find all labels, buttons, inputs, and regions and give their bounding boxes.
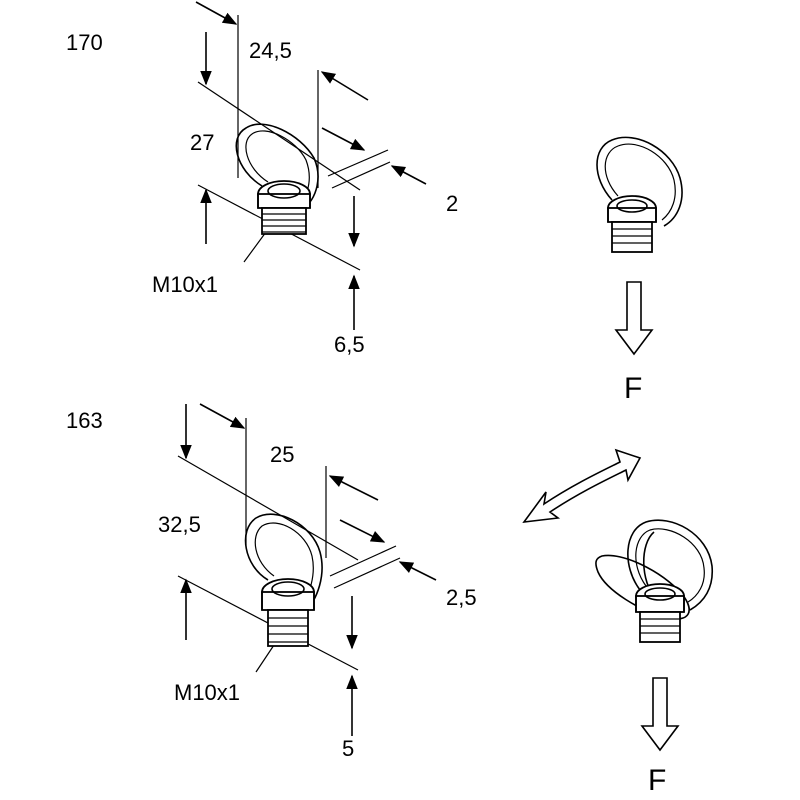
wire-label-bottom: 2,5 [446, 585, 477, 610]
thread-length-label-bottom: 5 [342, 736, 354, 761]
dimension-arrow-icon [195, 1, 238, 25]
dimension-arrow-icon [398, 561, 437, 581]
dimension-arrows-top [195, 1, 427, 330]
ring-nut-icon [596, 136, 683, 253]
variant-170: 170 [66, 1, 683, 405]
thread-label-top: M10x1 [152, 272, 218, 297]
force-arrow-icon [614, 281, 654, 356]
width-label-bottom: 25 [270, 442, 294, 467]
extension-lines-top [197, 15, 391, 271]
height-label-top: 27 [190, 130, 214, 155]
dimension-arrow-icon [199, 403, 246, 429]
article-number-top: 170 [66, 30, 103, 55]
ring-nut-icon [235, 123, 319, 235]
ring-nut-icon [244, 513, 323, 647]
force-label-bottom: F [648, 764, 666, 797]
ring-nut-icon [595, 519, 714, 643]
swivel-arrow-icon [522, 448, 642, 524]
wire-label-top: 2 [446, 191, 458, 216]
width-label-top: 24,5 [249, 38, 292, 63]
dimension-arrow-icon [390, 165, 427, 185]
dimension-arrow-icon [320, 71, 369, 101]
force-label-top: F [624, 372, 642, 405]
dimension-arrows-bottom [180, 403, 437, 736]
thread-length-label-top: 6,5 [334, 332, 365, 357]
dimension-arrow-icon [339, 519, 386, 543]
dimension-arrow-icon [328, 475, 379, 501]
variant-163: 163 [66, 403, 714, 797]
dimension-arrow-icon [321, 127, 366, 151]
force-arrow-icon [640, 677, 680, 752]
height-label-bottom: 32,5 [158, 512, 201, 537]
thread-label-bottom: M10x1 [174, 680, 240, 705]
article-number-bottom: 163 [66, 408, 103, 433]
